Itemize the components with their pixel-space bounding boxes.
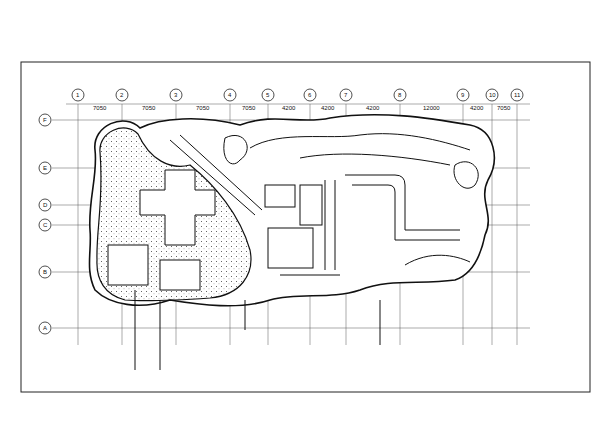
grid-axis-label: E <box>43 165 47 171</box>
grid-axis-label: 11 <box>514 92 520 98</box>
grid-axis-label: F <box>43 117 47 123</box>
dimension-text: 4200 <box>365 105 380 111</box>
dimension-text: 7050 <box>496 105 511 111</box>
grid-axis-label: 3 <box>174 92 177 98</box>
dimension-text: 4200 <box>281 105 296 111</box>
dimension-text: 4200 <box>469 105 484 111</box>
grid-axis-label: B <box>43 269 47 275</box>
grid-axis-label: 1 <box>76 92 79 98</box>
grid-axis-label: 9 <box>461 92 464 98</box>
dimension-text: 7050 <box>92 105 107 111</box>
grid-axis-label: 7 <box>344 92 347 98</box>
grid-axis-label: 8 <box>398 92 401 98</box>
grid-axis-label: 5 <box>266 92 269 98</box>
grid-axis-label: 4 <box>228 92 231 98</box>
dimension-text: 7050 <box>241 105 256 111</box>
grid-axis-label: D <box>43 202 47 208</box>
grid-axis-label: 2 <box>120 92 123 98</box>
dimension-text: 7050 <box>141 105 156 111</box>
dimension-text: 12000 <box>422 105 441 111</box>
grid-axis-label: A <box>43 325 47 331</box>
grid-axis-label: C <box>43 222 47 228</box>
grid-axis-label: 10 <box>489 92 496 98</box>
dimension-text: 4200 <box>320 105 335 111</box>
grid-axis-label: 6 <box>308 92 311 98</box>
dimension-text: 7050 <box>195 105 210 111</box>
